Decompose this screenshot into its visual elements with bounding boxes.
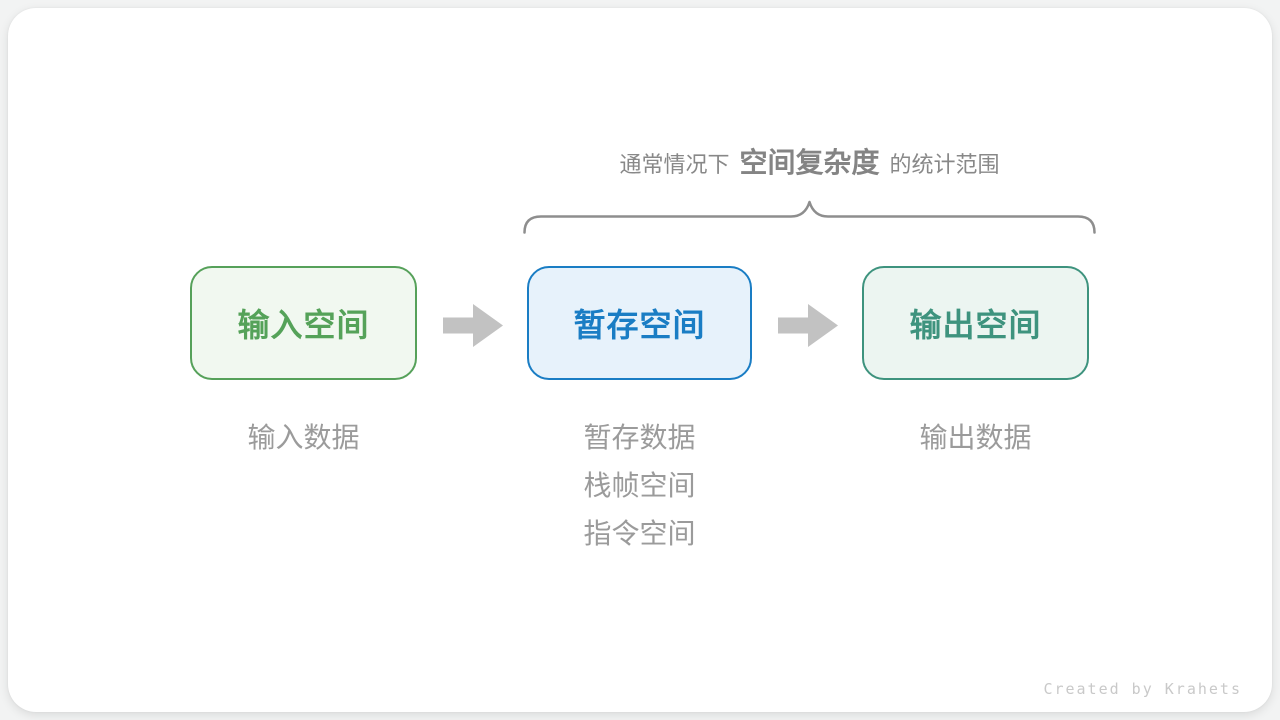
sublabels-input: 输入数据 [190,414,417,462]
caption-highlight: 空间复杂度 [739,146,880,179]
arrow-right-icon [443,304,503,347]
sublabel-item: 输入数据 [247,421,360,454]
box-temp-space: 暂存空间 [527,266,752,380]
box-input-space: 输入空间 [190,266,417,380]
box-input-space-label: 输入空间 [237,306,370,344]
caption-suffix: 的统计范围 [889,153,1000,178]
sublabel-item: 指令空间 [583,517,696,550]
sublabels-output: 输出数据 [862,414,1089,462]
arrow-right-icon [778,304,838,347]
sublabel-item: 暂存数据 [583,421,696,454]
box-temp-space-label: 暂存空间 [573,306,706,344]
box-output-space: 输出空间 [862,266,1089,380]
sublabel-item: 输出数据 [919,421,1032,454]
credit-text: Created by Krahets [1043,680,1242,698]
sublabel-item: 栈帧空间 [583,469,696,502]
curly-brace-icon [523,200,1096,234]
sublabels-temp: 暂存数据 栈帧空间 指令空间 [527,414,752,558]
box-output-space-label: 输出空间 [909,306,1042,344]
caption-prefix: 通常情况下 [619,153,730,178]
scope-caption: 通常情况下空间复杂度的统计范围 [523,143,1096,186]
